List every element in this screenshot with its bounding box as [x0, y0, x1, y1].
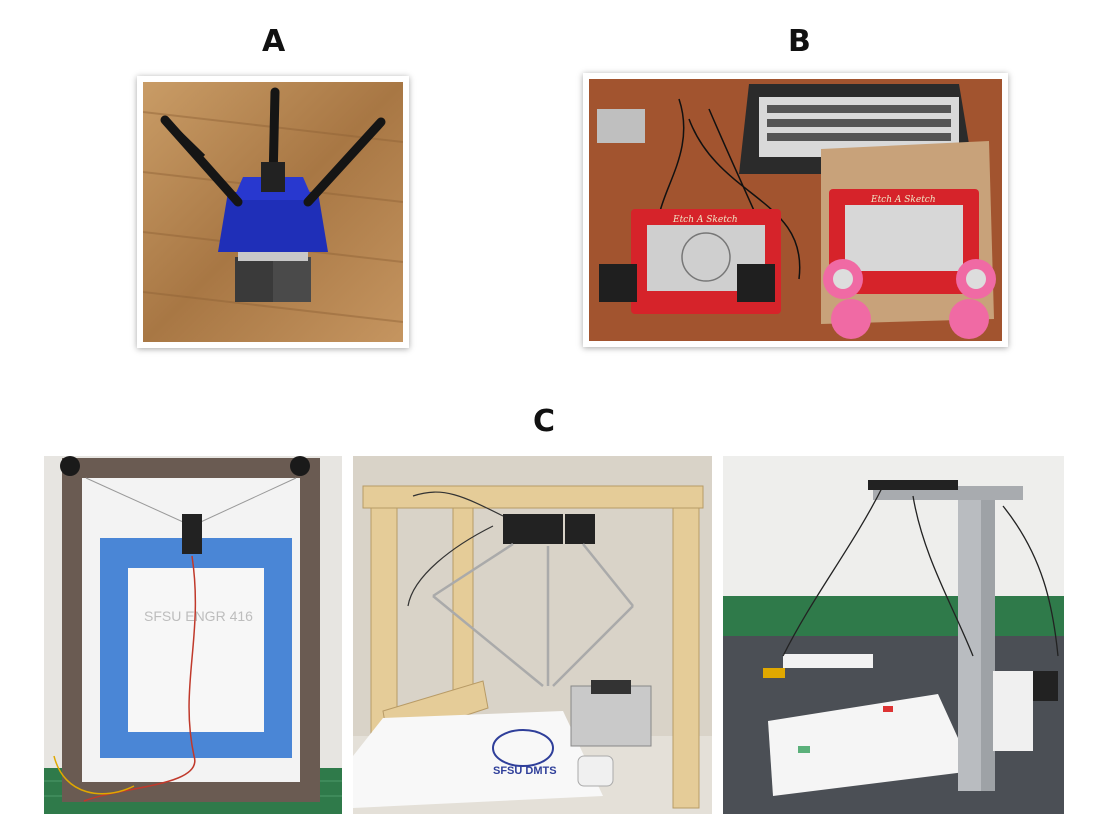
photo-c3-scene — [723, 456, 1064, 814]
label-b: B — [788, 24, 811, 59]
paper-text: SFSU ENGR 416 — [144, 608, 253, 624]
photo-a-delta-gripper — [137, 76, 409, 348]
label-a: A — [262, 24, 286, 59]
etch-brand-left: Etch A Sketch — [672, 215, 738, 225]
photo-c2-delta-plotter: SFSU DMTS — [353, 456, 712, 814]
label-c: C — [533, 404, 556, 439]
photo-a-scene — [143, 82, 403, 342]
photo-b-etch-a-sketch: Etch A Sketch Etch A Sketch — [583, 73, 1008, 347]
photo-c1-scene: SFSU ENGR 416 — [44, 456, 342, 814]
etch-brand-right: Etch A Sketch — [870, 195, 936, 205]
photo-c3-extrusion-plotter — [723, 456, 1064, 814]
photo-c1-hanging-plotter: SFSU ENGR 416 — [44, 456, 342, 814]
plot-logo-text: SFSU DMTS — [493, 765, 557, 777]
photo-b-scene: Etch A Sketch Etch A Sketch — [589, 79, 1002, 341]
photo-c2-scene: SFSU DMTS — [353, 456, 712, 814]
